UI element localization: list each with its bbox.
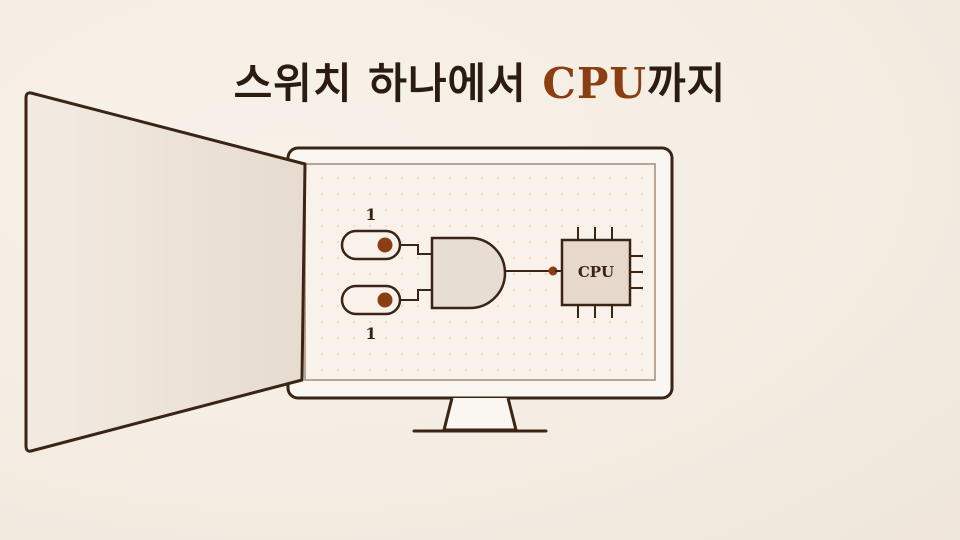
chip-body bbox=[560, 238, 632, 307]
chip-pins bbox=[577, 227, 643, 318]
switch-knob-top bbox=[377, 237, 393, 253]
toggle-switch-top: 1 bbox=[340, 205, 402, 261]
cpu-chip-icon: CPU bbox=[560, 227, 643, 318]
wire-top-input bbox=[400, 244, 432, 255]
wire-bottom-input bbox=[400, 289, 432, 301]
door-panel bbox=[24, 91, 307, 453]
and-gate-icon bbox=[430, 236, 507, 310]
page-title: 스위치 하나에서 CPU까지 bbox=[0, 50, 960, 111]
switch-value-top: 1 bbox=[365, 205, 376, 224]
title-suffix: 까지 bbox=[647, 59, 727, 108]
title-accent: CPU bbox=[542, 59, 648, 108]
monitor-neck bbox=[442, 397, 518, 432]
open-door-panel-icon bbox=[24, 91, 307, 453]
title-main: 스위치 하나에서 bbox=[233, 59, 543, 108]
switch-knob-bottom bbox=[377, 292, 393, 308]
output-node bbox=[548, 266, 558, 276]
switch-value-bottom: 1 bbox=[365, 324, 376, 343]
chip-label: CPU bbox=[578, 263, 614, 281]
